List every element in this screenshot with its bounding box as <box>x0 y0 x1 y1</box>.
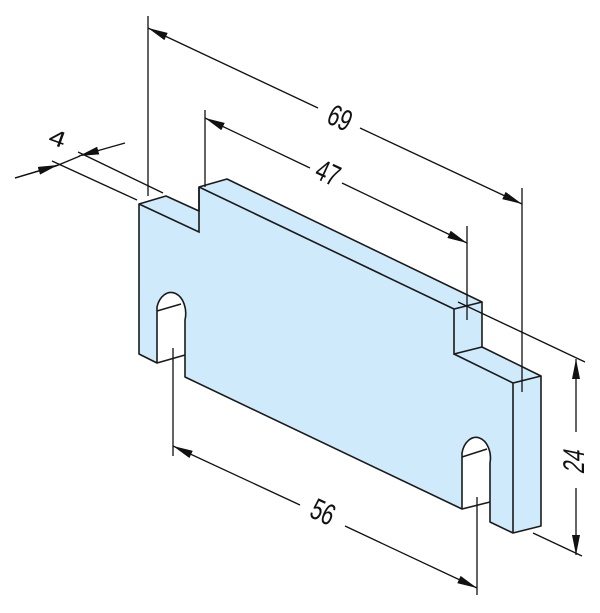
dimension-label-69: 69 <box>322 99 357 138</box>
part-edges <box>138 186 542 533</box>
bracket-part <box>138 178 542 534</box>
dimension-label-4: 4 <box>45 124 69 154</box>
dimension-label-56: 56 <box>305 493 340 532</box>
part-outline <box>138 178 542 534</box>
dimension-label-47: 47 <box>310 154 345 193</box>
dimension-4: 4 <box>14 124 164 201</box>
dimension-label-24: 24 <box>557 445 591 476</box>
